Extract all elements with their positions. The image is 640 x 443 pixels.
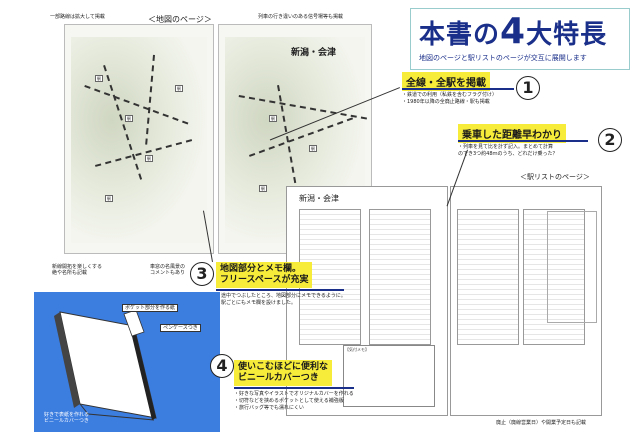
feature-3-line: 駅ごとにもメモ欄を設けました。 [216, 300, 297, 306]
feature-2: 乗車した距離早わかり ・列車を見て比を計ず記入。まとめて計算 のでき3つ約48ｍ… [454, 124, 604, 164]
map-terrain [71, 37, 207, 243]
map-station-label: 駅 [309, 145, 317, 152]
feature-3-title: 地図部分とメモ欄。 フリースペースが充実 [216, 262, 313, 288]
cover-illustration-box: ポケット部分を作る紙 ペンケースつき 好きで表紙を作れる ビニールカバーつき [34, 292, 220, 432]
list-page-left: 新潟・会津 【気付メモ】 [286, 186, 448, 416]
list-footnote: 廃止（廃線営業日）や開業予定日も記載 [496, 420, 587, 426]
station-list-column [369, 209, 431, 345]
map-region-label: 新潟・会津 [291, 48, 337, 58]
map-station-label: 駅 [95, 75, 103, 82]
memo-box: 【気付メモ】 [343, 345, 435, 407]
list-region-label: 新潟・会津 [299, 194, 339, 203]
map-station-label: 駅 [259, 185, 267, 192]
feature-4: 使いこむほどに便利な ビニールカバーつき ・好きな写真やイラストでオリジナルカバ… [234, 360, 414, 434]
feature-4-bar [234, 387, 354, 389]
feature-4-title-line: 使いこむほどに便利な [238, 362, 329, 372]
annotation-top-left: 一部路線は拡大して掲載 [50, 14, 105, 20]
map-station-label: 駅 [269, 115, 277, 122]
notebook-illustration [54, 309, 157, 421]
feature-1-bar [402, 88, 514, 90]
cover-tag-pocket: ポケット部分を作る紙 [122, 304, 179, 312]
list-memo-area [547, 211, 597, 323]
feature-3-title-line: フリースペースが充実 [220, 275, 309, 285]
map-station-label: 駅 [175, 85, 183, 92]
map-section-heading: ＜地図のページ＞ [148, 15, 212, 24]
feature-2-title: 乗車した距離早わかり [458, 124, 566, 143]
title-prefix: 本書の [419, 20, 501, 50]
station-list-column [457, 209, 519, 345]
feature-2-line: ・列車を見て比を計ず記入。まとめて計算 [458, 144, 554, 150]
map-station-label: 駅 [145, 155, 153, 162]
feature-4-number: 4 [210, 354, 234, 378]
map-station-label: 駅 [105, 195, 113, 202]
feature-3: 地図部分とメモ欄。 フリースペースが充実 ・途中でつぶしたところ、地図部分にメモ… [212, 262, 362, 322]
feature-1-line: ・1980年以降の全廃止路線・駅も掲載 [402, 99, 490, 105]
annotation-bottom-left: 新線開拓を楽しくする 絶や名所も記載 [52, 264, 103, 276]
feature-2-bar [458, 140, 588, 142]
feature-1-title: 全線・全駅を掲載 [402, 72, 490, 91]
feature-4-title-line: ビニールカバーつき [238, 373, 319, 383]
map-page-left: 駅 駅 駅 駅 駅 [64, 24, 214, 254]
feature-1: 全線・全駅を掲載 ・鉄道での利用（私鉄を含むフラグ付け） ・1980年以降の全廃… [380, 72, 540, 118]
feature-4-line: ・旅行バッグ等でも濡れにくい [234, 405, 304, 411]
feature-3-line: ・途中でつぶしたところ、地図部分にメモできるように。 [216, 293, 346, 299]
cover-tag-pen: ペンケースつき [160, 324, 201, 332]
feature-2-number: 2 [598, 128, 622, 152]
feature-1-number: 1 [516, 76, 540, 100]
feature-3-number: 3 [190, 262, 214, 286]
title-number: 4 [500, 11, 527, 52]
feature-4-title: 使いこむほどに便利な ビニールカバーつき [234, 360, 333, 386]
memo-label: 【気付メモ】 [345, 347, 369, 352]
feature-2-line: のでき3つ約48ｍのうち、どれだけ乗った？ [458, 151, 558, 157]
map-station-label: 駅 [125, 115, 133, 122]
title-suffix: 大特長 [526, 20, 608, 50]
annotation-bottom-right: 車窓の名風景の コメントもあり [150, 264, 186, 276]
title-panel: 本書の4大特長 地図のページと駅リストのページが交互に展開します [410, 8, 630, 70]
feature-3-title-line: 地図部分とメモ欄。 [220, 264, 302, 274]
feature-3-text: ・途中でつぶしたところ、地図部分にメモできるように。 駅ごとにもメモ欄を設けまし… [216, 293, 346, 307]
feature-4-text: ・好きな写真やイラストでオリジナルカバーを作れる ・切符などを挟めるポケットとし… [234, 391, 354, 412]
feature-2-text: ・列車を見て比を計ず記入。まとめて計算 のでき3つ約48ｍのうち、どれだけ乗った… [458, 144, 558, 158]
annotation-top-right: 列車の行き違いのある信号場等も掲載 [258, 14, 344, 20]
list-page-right [450, 186, 602, 416]
feature-4-line: ・好きな写真やイラストでオリジナルカバーを作れる [234, 391, 354, 397]
feature-4-line: ・切符などを挟めるポケットとして使える補強版 [234, 398, 344, 404]
feature-3-bar [216, 289, 344, 291]
list-section-heading: ＜駅リストのページ＞ [520, 173, 590, 181]
cover-tag-bottom: 好きで表紙を作れる ビニールカバーつき [44, 412, 90, 424]
feature-1-line: ・鉄道での利用（私鉄を含むフラグ付け） [402, 92, 498, 98]
feature-1-text: ・鉄道での利用（私鉄を含むフラグ付け） ・1980年以降の全廃止路線・駅も掲載 [402, 92, 497, 106]
page-title: 本書の4大特長 [419, 11, 607, 52]
page-subtitle: 地図のページと駅リストのページが交互に展開します [419, 54, 587, 62]
